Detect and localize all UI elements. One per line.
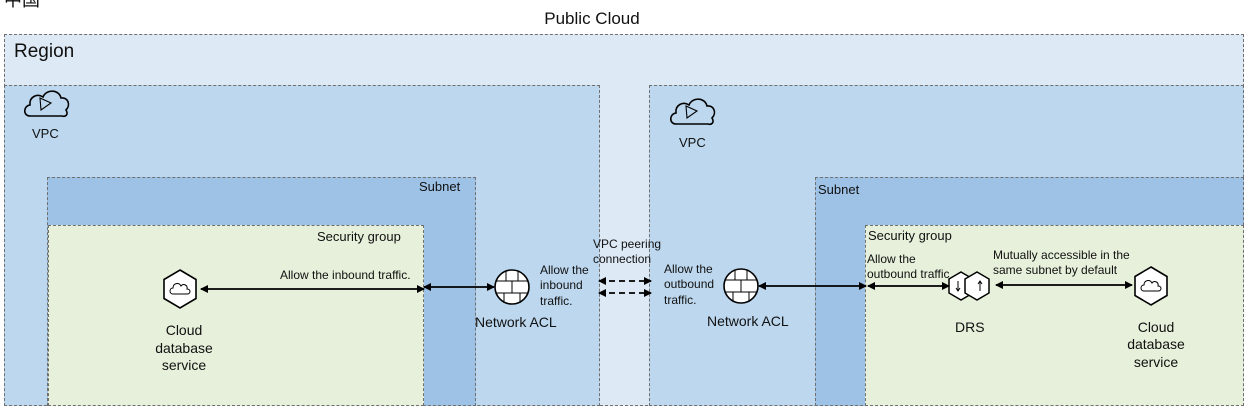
right-vpc-label: VPC <box>679 135 706 150</box>
right-acl-side-line-3: traffic. <box>664 293 697 307</box>
right-cloud-db-line-1: Cloud <box>1137 319 1175 335</box>
left-acl-side-line-2: inbound <box>540 278 583 292</box>
left-acl-side-line-1: Allow the <box>540 263 589 277</box>
right-acl-side-line-1: Allow the <box>664 262 713 276</box>
right-network-acl-label: Network ACL <box>707 313 789 329</box>
right-acl-side-line-2: outbound <box>664 277 715 291</box>
header-fragment: 中国 <box>4 0 40 10</box>
left-security-group-container <box>48 225 424 406</box>
region-label: Region <box>14 41 75 62</box>
left-cloud-db-line-3: service <box>161 357 207 373</box>
right-subnet-label: Subnet <box>818 182 860 197</box>
right-outbound-arrow-line-2: outbound traffic <box>867 267 950 281</box>
peering-line-2: connection <box>593 252 652 266</box>
right-drs-label: DRS <box>955 319 985 335</box>
left-vpc-label: VPC <box>32 126 59 141</box>
right-cloud-db-line-2: database <box>1127 336 1185 352</box>
peering-line-1: VPC peering <box>593 237 662 251</box>
left-inbound-arrow-label: Allow the inbound traffic. <box>280 268 411 282</box>
left-subnet-label: Subnet <box>419 179 461 194</box>
cloud-vpc-icon <box>669 98 716 126</box>
network-acl-icon <box>723 268 759 304</box>
right-security-group-container <box>865 225 1244 406</box>
right-mutual-line-2: same subnet by default <box>993 263 1118 277</box>
left-cloud-db-line-1: Cloud <box>165 322 203 338</box>
right-outbound-arrow-line-1: Allow the <box>867 252 916 266</box>
cloud-vpc-icon <box>23 90 70 118</box>
drs-icon <box>948 271 990 301</box>
cloud-database-icon <box>163 269 197 309</box>
network-acl-icon <box>494 269 530 305</box>
right-security-group-label: Security group <box>868 228 952 243</box>
left-network-acl-label: Network ACL <box>475 314 557 330</box>
public-cloud-label: Public Cloud <box>544 9 640 28</box>
right-mutual-line-1: Mutually accessible in the <box>993 248 1130 262</box>
cloud-database-icon <box>1134 266 1168 306</box>
left-security-group-label: Security group <box>317 229 401 244</box>
left-acl-side-line-3: traffic. <box>540 294 573 308</box>
left-cloud-db-line-2: database <box>155 340 213 356</box>
right-cloud-db-line-3: service <box>1133 354 1179 370</box>
